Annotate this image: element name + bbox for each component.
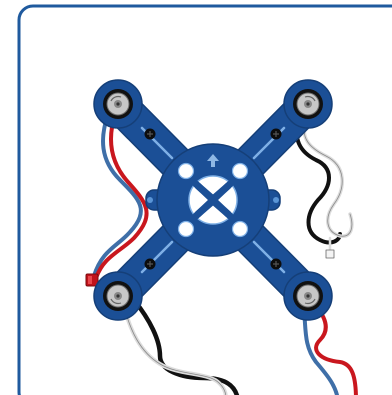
motor-mounts xyxy=(93,79,333,321)
center-x-cutout xyxy=(188,175,238,225)
wires xyxy=(92,112,358,395)
center-holes xyxy=(177,162,249,238)
motor-icon-top-left xyxy=(93,79,143,129)
connector-red xyxy=(85,273,99,287)
wire-blue-bottom-right xyxy=(302,308,340,395)
wire-black-bottom-left xyxy=(131,297,240,395)
wire-white-bottom-left-outline xyxy=(123,305,227,395)
screw-icon xyxy=(144,128,282,270)
motor-icon-bottom-left xyxy=(93,271,143,321)
wire-white-right-outline xyxy=(303,121,353,237)
wire-red-bottom-right xyxy=(314,304,358,395)
connector-small-white xyxy=(325,249,335,259)
wire-red-left xyxy=(94,116,149,280)
wire-blue-left xyxy=(92,112,143,278)
motor-icon-bottom-right xyxy=(283,271,333,321)
quad-frame xyxy=(93,79,333,321)
motor-icon-top-right xyxy=(283,79,333,129)
arrow-up-icon xyxy=(207,154,219,167)
